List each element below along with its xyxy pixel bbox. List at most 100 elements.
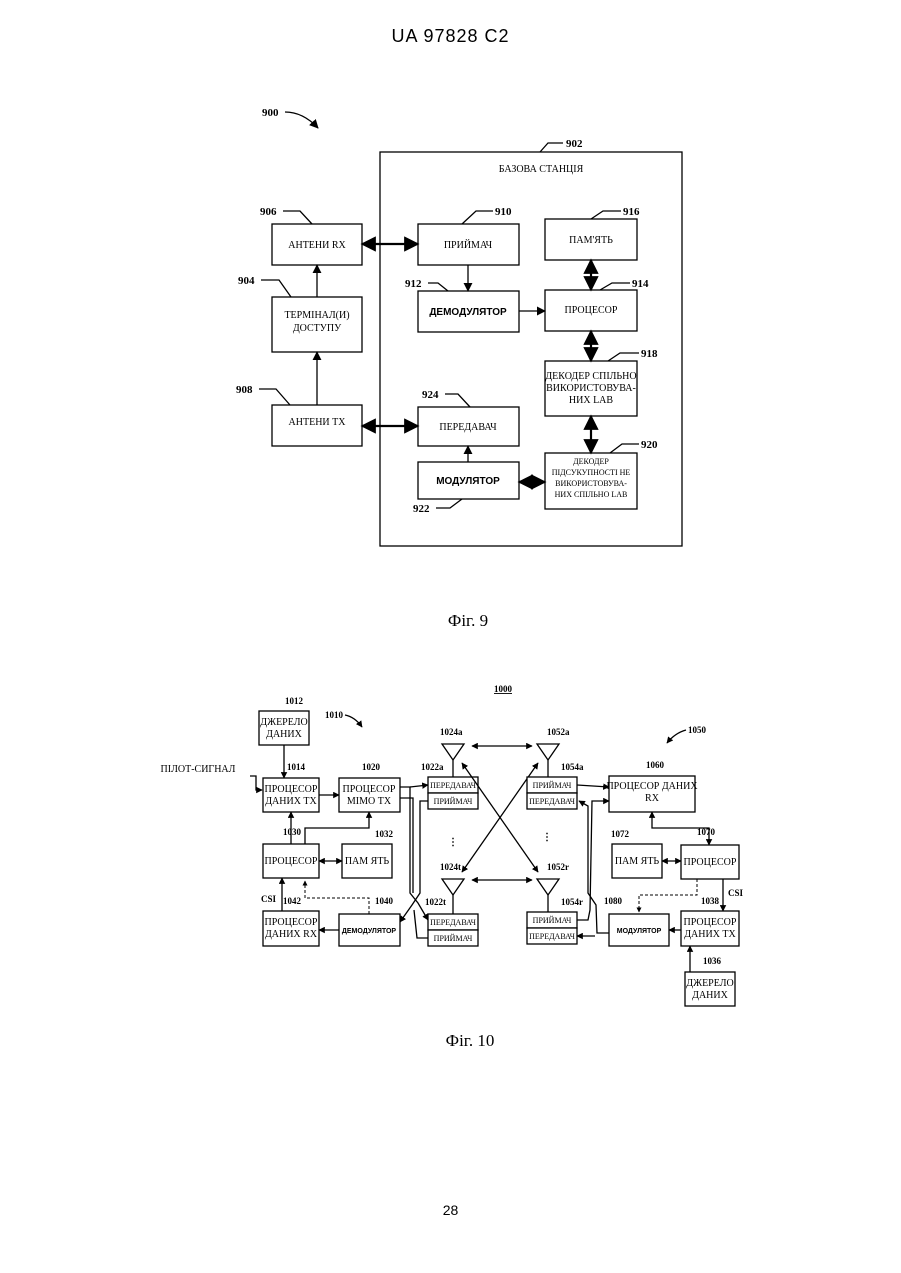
tx-mimo-processor-label-2: МІМО ТХ bbox=[347, 796, 392, 807]
figure-9-caption: Фіг. 9 bbox=[448, 611, 488, 630]
ref-1052a: 1052a bbox=[547, 727, 570, 737]
ref-1054r: 1054r bbox=[561, 897, 583, 907]
ref-1050: 1050 bbox=[688, 725, 707, 735]
ref-1014: 1014 bbox=[287, 762, 306, 772]
ref-924: 924 bbox=[422, 389, 439, 401]
access-terminal-label-1: ТЕРМІНАЛ(И) bbox=[284, 310, 349, 321]
ref-1040: 1040 bbox=[375, 896, 394, 906]
tx-data-processor-left-label-2: ДАНИХ ТХ bbox=[265, 796, 317, 807]
ref-1070: 1070 bbox=[697, 827, 716, 837]
non-shared-lab-decoder-label-2: ПІДСУКУПНОСТІ НЕ bbox=[552, 468, 631, 477]
ref-1038: 1038 bbox=[701, 896, 720, 906]
ref-1032: 1032 bbox=[375, 829, 394, 839]
tx-data-processor-right-label-2: ДАНИХ ТХ bbox=[684, 929, 736, 940]
tx-data-processor-right-label-1: ПРОЦЕСОР bbox=[684, 917, 737, 928]
ref-908: 908 bbox=[236, 384, 253, 396]
ref-1054a: 1054a bbox=[561, 762, 584, 772]
ref-1010-arrow bbox=[345, 715, 362, 727]
receiver-1022a-label: ПРИЙМАЧ bbox=[434, 797, 473, 806]
mimo-bus-2 bbox=[400, 798, 413, 893]
tx-mimo-processor-label-1: ПРОЦЕСОР bbox=[343, 784, 396, 795]
ref-904: 904 bbox=[238, 275, 255, 287]
ref-1050-arrow bbox=[667, 730, 686, 743]
transmitter-1022a-label: ПЕРЕДАВАЧ bbox=[430, 781, 476, 790]
mod-to-tx-a bbox=[579, 801, 609, 933]
non-shared-lab-decoder-label-4: НИХ СПІЛЬНО LAB bbox=[555, 490, 628, 499]
processor-left-label: ПРОЦЕСОР bbox=[265, 856, 318, 867]
ref-1022a: 1022a bbox=[421, 762, 444, 772]
data-source-right-label-2: ДАНИХ bbox=[692, 990, 728, 1001]
modulator-right-label: МОДУЛЯТОР bbox=[617, 928, 662, 935]
ref-906-leader bbox=[283, 211, 312, 224]
shared-lab-decoder-label-2: ВИКОРИСТОВУВА- bbox=[546, 383, 636, 394]
demod-to-proc-dashed bbox=[305, 881, 369, 914]
dots-left: ⋮ bbox=[448, 837, 458, 848]
ref-1036: 1036 bbox=[703, 956, 722, 966]
ref-1012: 1012 bbox=[285, 696, 304, 706]
transmitter-1054a-label: ПЕРЕДАВАЧ bbox=[529, 797, 575, 806]
access-terminal-label-2: ДОСТУПУ bbox=[293, 323, 342, 334]
ref-902-leader bbox=[540, 143, 563, 152]
mimo-to-tx-a bbox=[410, 785, 428, 787]
ref-912: 912 bbox=[405, 278, 422, 290]
tx-data-processor-left-label-1: ПРОЦЕСОР bbox=[265, 784, 318, 795]
processor-label: ПРОЦЕСОР bbox=[565, 305, 618, 316]
ref-1024t: 1024t bbox=[440, 862, 461, 872]
pilot-arrow bbox=[250, 776, 262, 790]
receiver-1054a-label: ПРИЙМАЧ bbox=[533, 781, 572, 790]
transmitter-1022t-label: ПЕРЕДАВАЧ bbox=[430, 918, 476, 927]
receiver-1022t-label: ПРИЙМАЧ bbox=[434, 934, 473, 943]
ref-908-leader bbox=[259, 389, 290, 405]
receiver-1054r-label: ПРИЙМАЧ bbox=[533, 916, 572, 925]
non-shared-lab-decoder-label-1: ДЕКОДЕР bbox=[573, 457, 609, 466]
memory-right-label: ПАМ ЯТЬ bbox=[615, 856, 660, 867]
rx-data-processor-left-label-1: ПРОЦЕСОР bbox=[265, 917, 318, 928]
csi-right: CSI bbox=[728, 888, 744, 898]
memory-label: ПАМ'ЯТЬ bbox=[569, 235, 613, 246]
ref-916: 916 bbox=[623, 206, 640, 218]
figure-10: 1000 1010 1050 1012 ДЖЕРЕЛО ДАНИХ ПІЛОТ-… bbox=[161, 684, 744, 1050]
ref-900: 900 bbox=[262, 107, 279, 119]
ref-904-leader bbox=[261, 280, 291, 297]
data-source-left-label-1: ДЖЕРЕЛО bbox=[260, 717, 307, 728]
page-number: 28 bbox=[0, 1202, 901, 1218]
csi-left: CSI bbox=[261, 894, 277, 904]
ref-922: 922 bbox=[413, 503, 430, 515]
memory-left-label: ПАМ ЯТЬ bbox=[345, 856, 390, 867]
antenna-tx-label: АНТЕНИ TX bbox=[289, 417, 347, 428]
mimo-bus-1 bbox=[400, 787, 428, 920]
base-station-label: БАЗОВА СТАНЦІЯ bbox=[499, 164, 584, 175]
ref-914: 914 bbox=[632, 278, 649, 290]
ref-1022t: 1022t bbox=[425, 897, 446, 907]
modulator-label: МОДУЛЯТОР bbox=[436, 476, 500, 487]
demodulator-label: ДЕМОДУЛЯТОР bbox=[429, 307, 507, 318]
shared-lab-decoder-label-3: НИХ LAB bbox=[569, 395, 613, 406]
rx-data-processor-right-label-2: RX bbox=[645, 793, 660, 804]
antenna-rx-label: АНТЕНИ RX bbox=[288, 240, 346, 251]
ref-900-arrow bbox=[285, 112, 318, 128]
ref-1030: 1030 bbox=[283, 827, 302, 837]
ref-1000: 1000 bbox=[494, 684, 513, 694]
antenna-1024t-icon bbox=[442, 879, 464, 895]
ref-1072: 1072 bbox=[611, 829, 630, 839]
rx-data-processor-right-label-1: ПРОЦЕСОР ДАНИХ bbox=[606, 781, 698, 792]
receiver-label: ПРИЙМАЧ bbox=[444, 239, 493, 251]
ref-918: 918 bbox=[641, 348, 658, 360]
data-source-left-label-2: ДАНИХ bbox=[266, 729, 302, 740]
ref-920: 920 bbox=[641, 439, 658, 451]
processor-right-label: ПРОЦЕСОР bbox=[684, 857, 737, 868]
ref-910: 910 bbox=[495, 206, 512, 218]
ref-1052r: 1052r bbox=[547, 862, 569, 872]
data-source-right-label-1: ДЖЕРЕЛО bbox=[686, 978, 733, 989]
demodulator-left-label: ДЕМОДУЛЯТОР bbox=[342, 928, 396, 935]
figure-10-caption: Фіг. 10 bbox=[446, 1031, 495, 1050]
rx-a-to-rxproc bbox=[577, 785, 609, 787]
non-shared-lab-decoder-label-3: ВИКОРИСТОВУВА- bbox=[555, 479, 627, 488]
antenna-1052r-icon bbox=[537, 879, 559, 895]
proc-to-mimo bbox=[305, 812, 369, 844]
rx-data-processor-left-label-2: ДАНИХ RX bbox=[265, 929, 318, 940]
ref-1010: 1010 bbox=[325, 710, 344, 720]
transmitter-label: ПЕРЕДАВАЧ bbox=[439, 422, 497, 433]
ref-906: 906 bbox=[260, 206, 277, 218]
